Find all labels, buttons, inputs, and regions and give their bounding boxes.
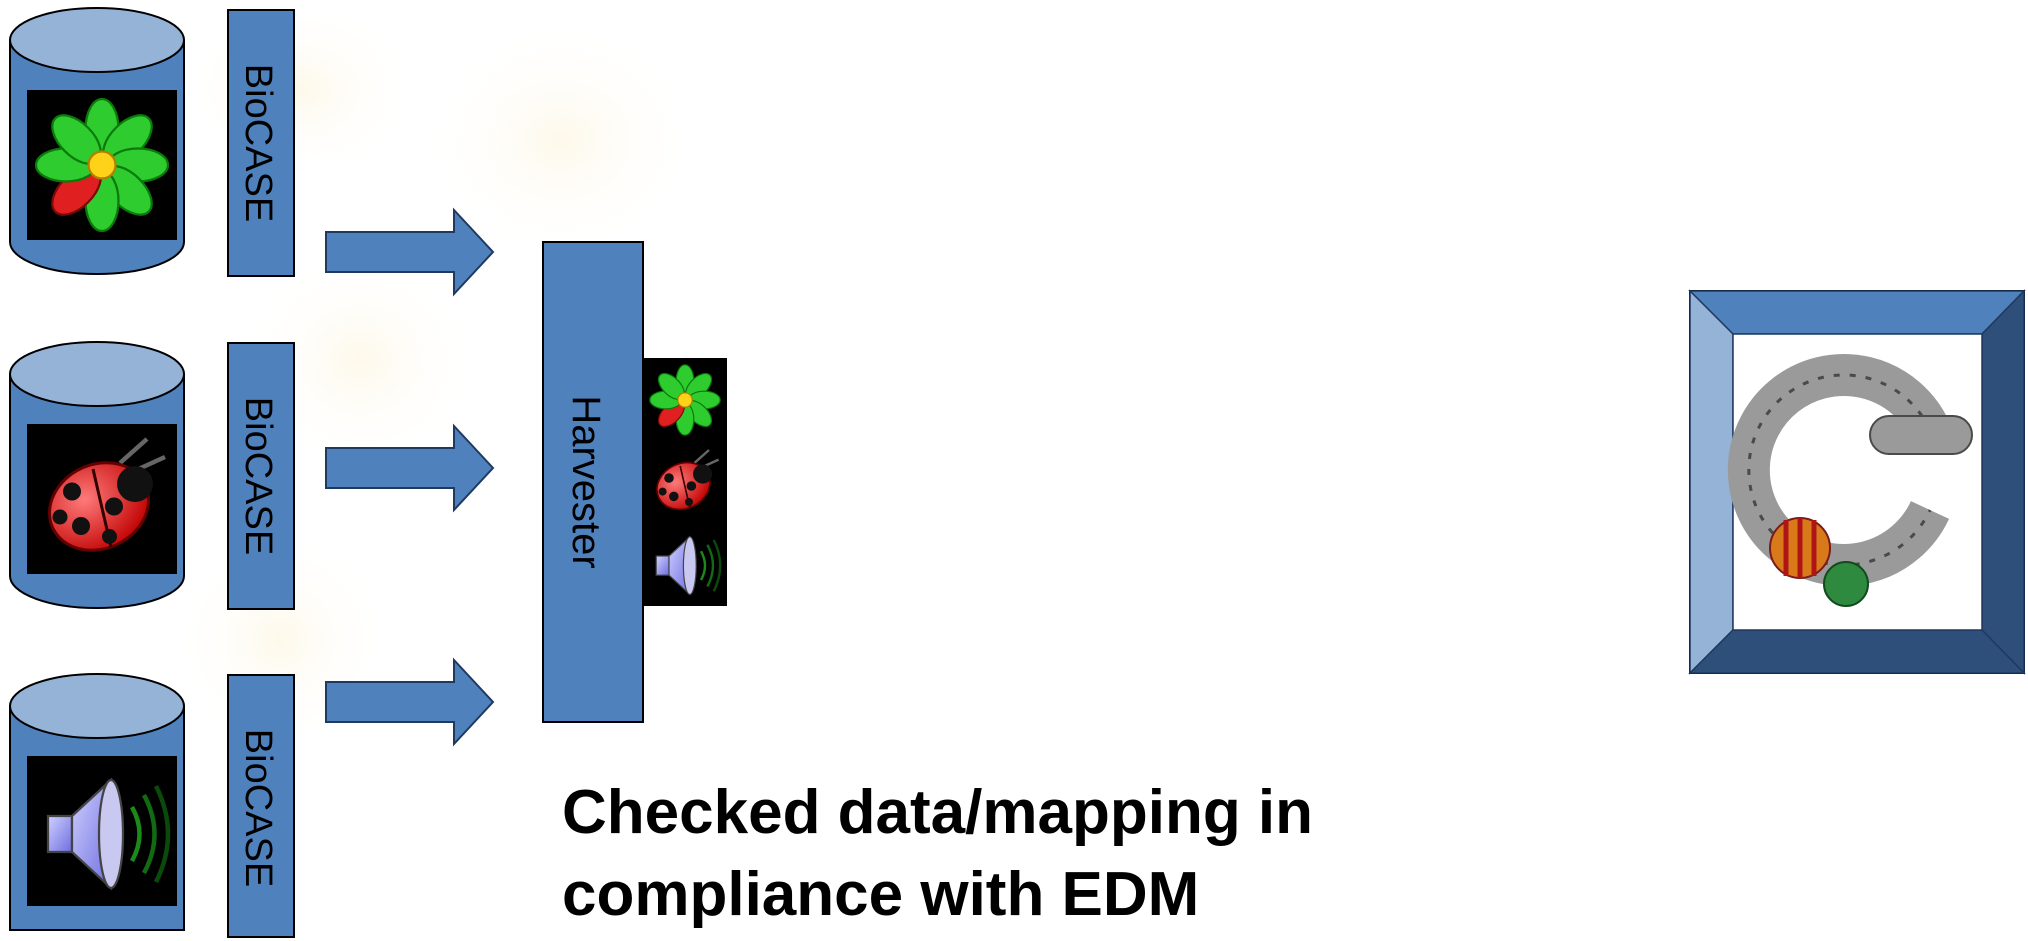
source-database-1 <box>9 7 185 275</box>
harvested-icons-stack <box>643 358 727 606</box>
biocase-label-3: BioCASE <box>237 729 279 887</box>
flower-icon <box>25 88 179 242</box>
biocase-box-1: BioCASE <box>227 9 295 277</box>
ladybug-icon <box>643 440 727 524</box>
caption-line-2: compliance with EDM <box>562 860 1200 929</box>
source-database-2 <box>9 341 185 609</box>
source-database-3 <box>9 673 185 931</box>
biocase-label-1: BioCASE <box>237 64 279 222</box>
europeana-logo-icon <box>1727 354 1973 607</box>
caption: Checked data/mapping in compliance with … <box>562 772 1462 936</box>
harvester-label: Harvester <box>564 395 608 568</box>
biocase-box-3: BioCASE <box>227 674 295 938</box>
speaker-icon <box>27 756 177 906</box>
flower-icon <box>644 359 726 441</box>
biocase-box-2: BioCASE <box>227 342 295 610</box>
speaker-icon <box>643 522 727 606</box>
caption-line-1: Checked data/mapping in <box>562 778 1314 847</box>
harvester-box: Harvester <box>542 241 644 723</box>
ladybug-icon <box>27 424 177 574</box>
target-frame <box>1688 289 2026 675</box>
biocase-label-2: BioCASE <box>237 397 279 555</box>
